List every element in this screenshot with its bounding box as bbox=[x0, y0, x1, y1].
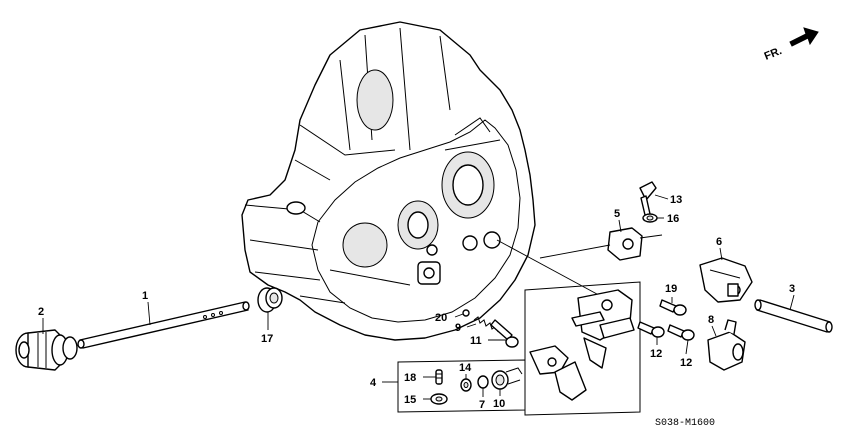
leader-housing-to-group bbox=[496, 239, 609, 301]
callout-11: 11 bbox=[470, 335, 482, 347]
callout-leaders bbox=[42, 194, 795, 400]
part-19-bolt bbox=[659, 299, 687, 316]
shift-lever-assembly bbox=[571, 289, 635, 369]
callout-20: 20 bbox=[435, 312, 447, 324]
part-7-washer bbox=[477, 375, 489, 389]
part-13-bolt bbox=[639, 181, 657, 216]
part-20-steel-ball bbox=[462, 309, 470, 317]
part-17-oil-seal bbox=[257, 287, 283, 313]
part-2-bushing bbox=[15, 329, 78, 371]
callout-1: 1 bbox=[142, 290, 148, 302]
callout-12b: 12 bbox=[680, 357, 692, 369]
callout-19: 19 bbox=[665, 283, 677, 295]
callout-14: 14 bbox=[459, 362, 472, 374]
part-11-bolt bbox=[490, 319, 519, 348]
part-5-holder bbox=[607, 227, 663, 261]
callout-3: 3 bbox=[789, 283, 795, 295]
diagram-code: S038-M1600 bbox=[655, 418, 715, 429]
callout-15: 15 bbox=[404, 394, 416, 406]
callout-labels: 1 2 3 4 5 6 7 8 9 10 11 12 12 13 14 15 1… bbox=[38, 194, 795, 411]
part-10-spring bbox=[491, 367, 523, 390]
callout-10: 10 bbox=[493, 398, 505, 410]
callout-13: 13 bbox=[670, 194, 682, 206]
callout-16: 16 bbox=[667, 213, 679, 225]
callout-7: 7 bbox=[479, 399, 485, 411]
shift-arm bbox=[529, 345, 587, 401]
callout-17: 17 bbox=[261, 333, 273, 345]
part-14-washer bbox=[460, 378, 472, 392]
part-18-spring-pin bbox=[435, 369, 443, 385]
part-1-shift-rod bbox=[77, 301, 250, 349]
part-12-bolt-b bbox=[667, 324, 695, 341]
callout-9: 9 bbox=[455, 322, 461, 334]
group-4-bracket bbox=[397, 359, 526, 413]
callout-6: 6 bbox=[716, 236, 722, 248]
callout-4: 4 bbox=[370, 377, 377, 389]
callout-12a: 12 bbox=[650, 348, 662, 360]
part-3-pin bbox=[754, 299, 833, 333]
callout-2: 2 bbox=[38, 306, 44, 318]
part-15-collar bbox=[430, 393, 448, 405]
front-direction-arrow: FR. bbox=[763, 27, 819, 63]
callout-5: 5 bbox=[614, 208, 620, 220]
part-12-bolt-a bbox=[637, 321, 665, 338]
front-direction-label: FR. bbox=[763, 45, 784, 63]
part-8-shift-piece bbox=[707, 319, 746, 371]
callout-18: 18 bbox=[404, 372, 416, 384]
part-6-interlock bbox=[699, 257, 753, 303]
callout-8: 8 bbox=[708, 314, 714, 326]
transmission-housing bbox=[241, 21, 536, 341]
